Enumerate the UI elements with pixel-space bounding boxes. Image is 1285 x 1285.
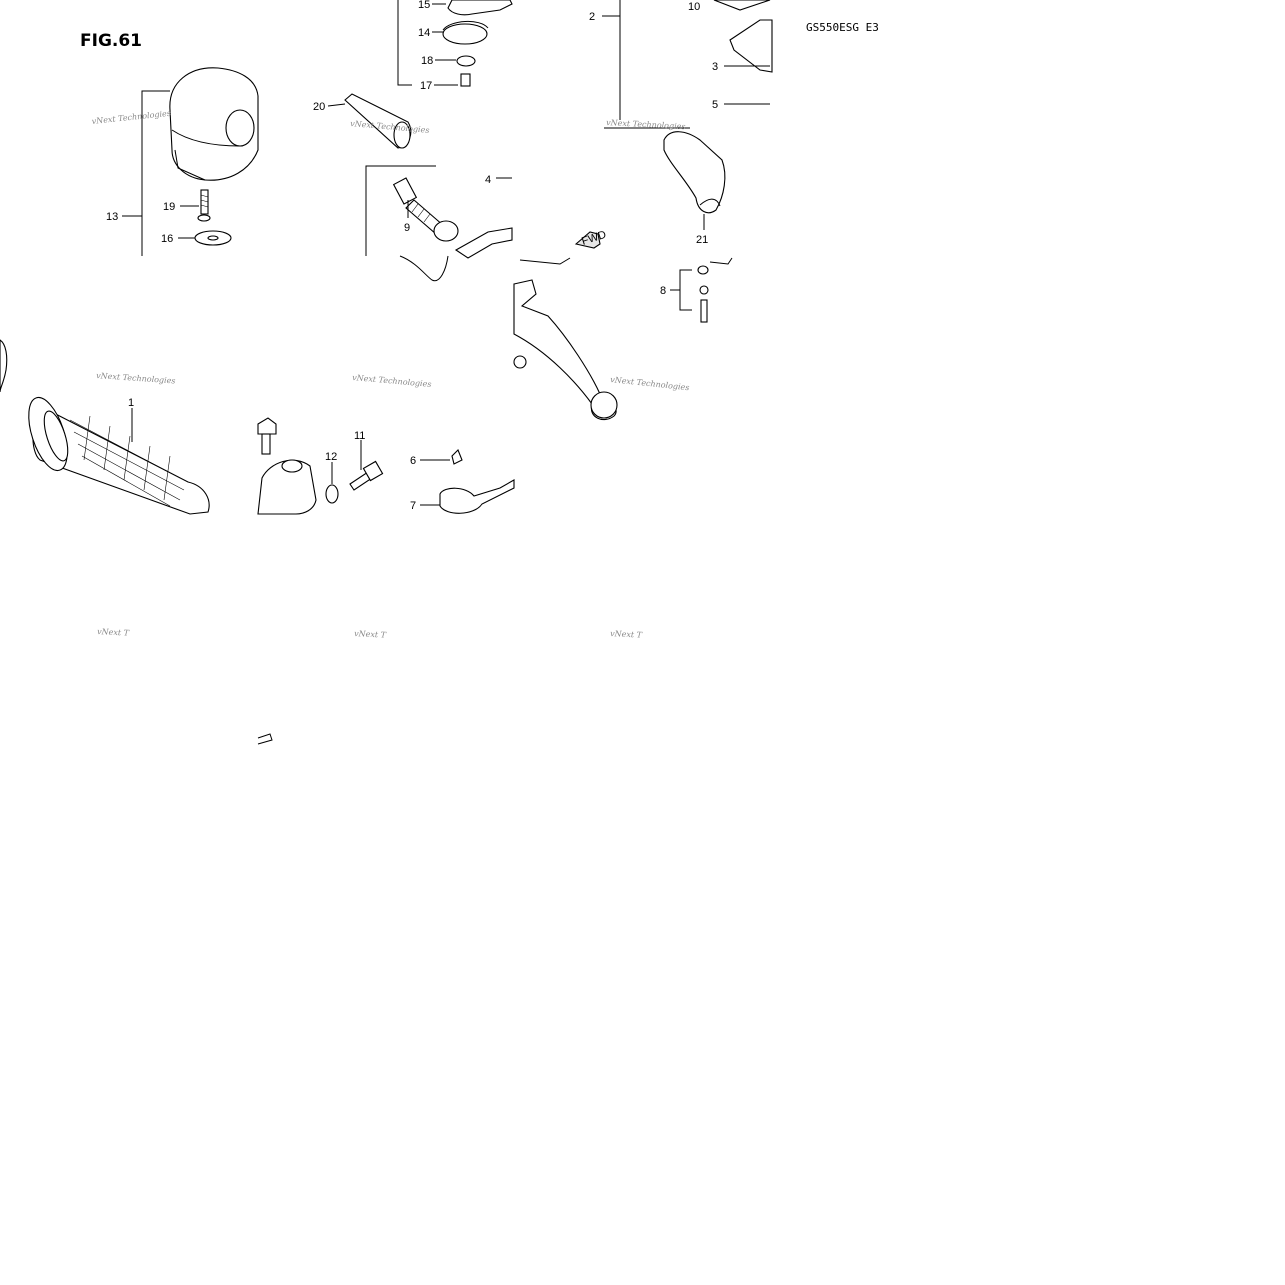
watermark: vNext Technologies xyxy=(91,109,171,126)
lever-cover-21 xyxy=(663,131,726,214)
adjuster-9 xyxy=(392,177,418,205)
callout-8: 8 xyxy=(660,285,666,297)
switch-bore xyxy=(225,109,255,147)
callout-2: 2 xyxy=(589,11,595,23)
model-code: GS550ESG E3 xyxy=(806,21,879,34)
nut xyxy=(513,355,527,369)
svg-text:vNext Technologies: vNext Technologies xyxy=(610,375,690,392)
callout-18: 18 xyxy=(421,55,433,67)
svg-text:vNext T: vNext T xyxy=(97,627,130,638)
callout-4: 4 xyxy=(485,174,491,186)
left-edge-fragment xyxy=(0,339,8,393)
panel-mirror-mount: 12 11 6 7 vNext Technologies xyxy=(257,373,515,515)
brake-lever xyxy=(513,279,617,421)
svg-text:vNext Technologies: vNext Technologies xyxy=(352,373,432,389)
screw-17 xyxy=(460,73,471,87)
callout-10: 10 xyxy=(688,1,700,13)
leader-13 xyxy=(141,90,170,256)
pulley-14 xyxy=(442,23,488,45)
callout-17: 17 xyxy=(420,80,432,92)
fwd-arrow xyxy=(574,231,601,249)
callout-20: 20 xyxy=(313,101,325,113)
plate-7 xyxy=(439,479,515,514)
callout-6: 6 xyxy=(410,455,416,467)
nut-6 xyxy=(451,449,463,465)
callout-14: 14 xyxy=(418,27,430,39)
svg-text:vNext T: vNext T xyxy=(610,629,643,640)
svg-text:vNext T: vNext T xyxy=(354,629,387,640)
mount-body xyxy=(257,459,317,515)
callout-11: 11 xyxy=(354,430,365,442)
svg-text:vNext Technologies: vNext Technologies xyxy=(96,371,176,386)
callout-13: 13 xyxy=(106,211,118,223)
callout-12: 12 xyxy=(325,451,337,463)
panel-grip: 1 vNext Technologies xyxy=(0,339,210,515)
figure-title: FIG.61 xyxy=(80,31,142,51)
cover-3 xyxy=(729,19,773,73)
callout-7: 7 xyxy=(410,500,416,512)
callout-3: 3 xyxy=(712,61,718,73)
washer-12 xyxy=(325,484,339,504)
pulley-15 xyxy=(447,0,513,16)
callout-16: 16 xyxy=(161,233,173,245)
holder-10 xyxy=(713,0,771,11)
callout-1: 1 xyxy=(128,397,134,409)
callout-21: 21 xyxy=(696,234,708,246)
panel-brake-lever: 8 vNext Technologies xyxy=(513,257,733,421)
leader-8 xyxy=(679,269,692,311)
watermark-fragments: vNext T vNext T vNext T xyxy=(97,627,643,745)
stray-mark xyxy=(257,733,273,745)
svg-text:vNext Technologies: vNext Technologies xyxy=(606,118,686,131)
panel-switch-housing: 13 19 16 vNext Technologies xyxy=(91,67,259,256)
callout-19: 19 xyxy=(163,201,175,213)
washer-18 xyxy=(456,55,476,67)
panel-throttle-pulley: 15 14 18 17 20 9 vNext Technologies xyxy=(313,0,513,282)
panel-lever-holder: 2 10 3 5 21 4 FWD vNext Technologies xyxy=(485,0,773,249)
callout-9: 9 xyxy=(404,222,410,234)
callout-5: 5 xyxy=(712,99,718,111)
switch-housing xyxy=(169,67,259,181)
callout-15: 15 xyxy=(418,0,430,11)
bolt xyxy=(257,417,277,435)
